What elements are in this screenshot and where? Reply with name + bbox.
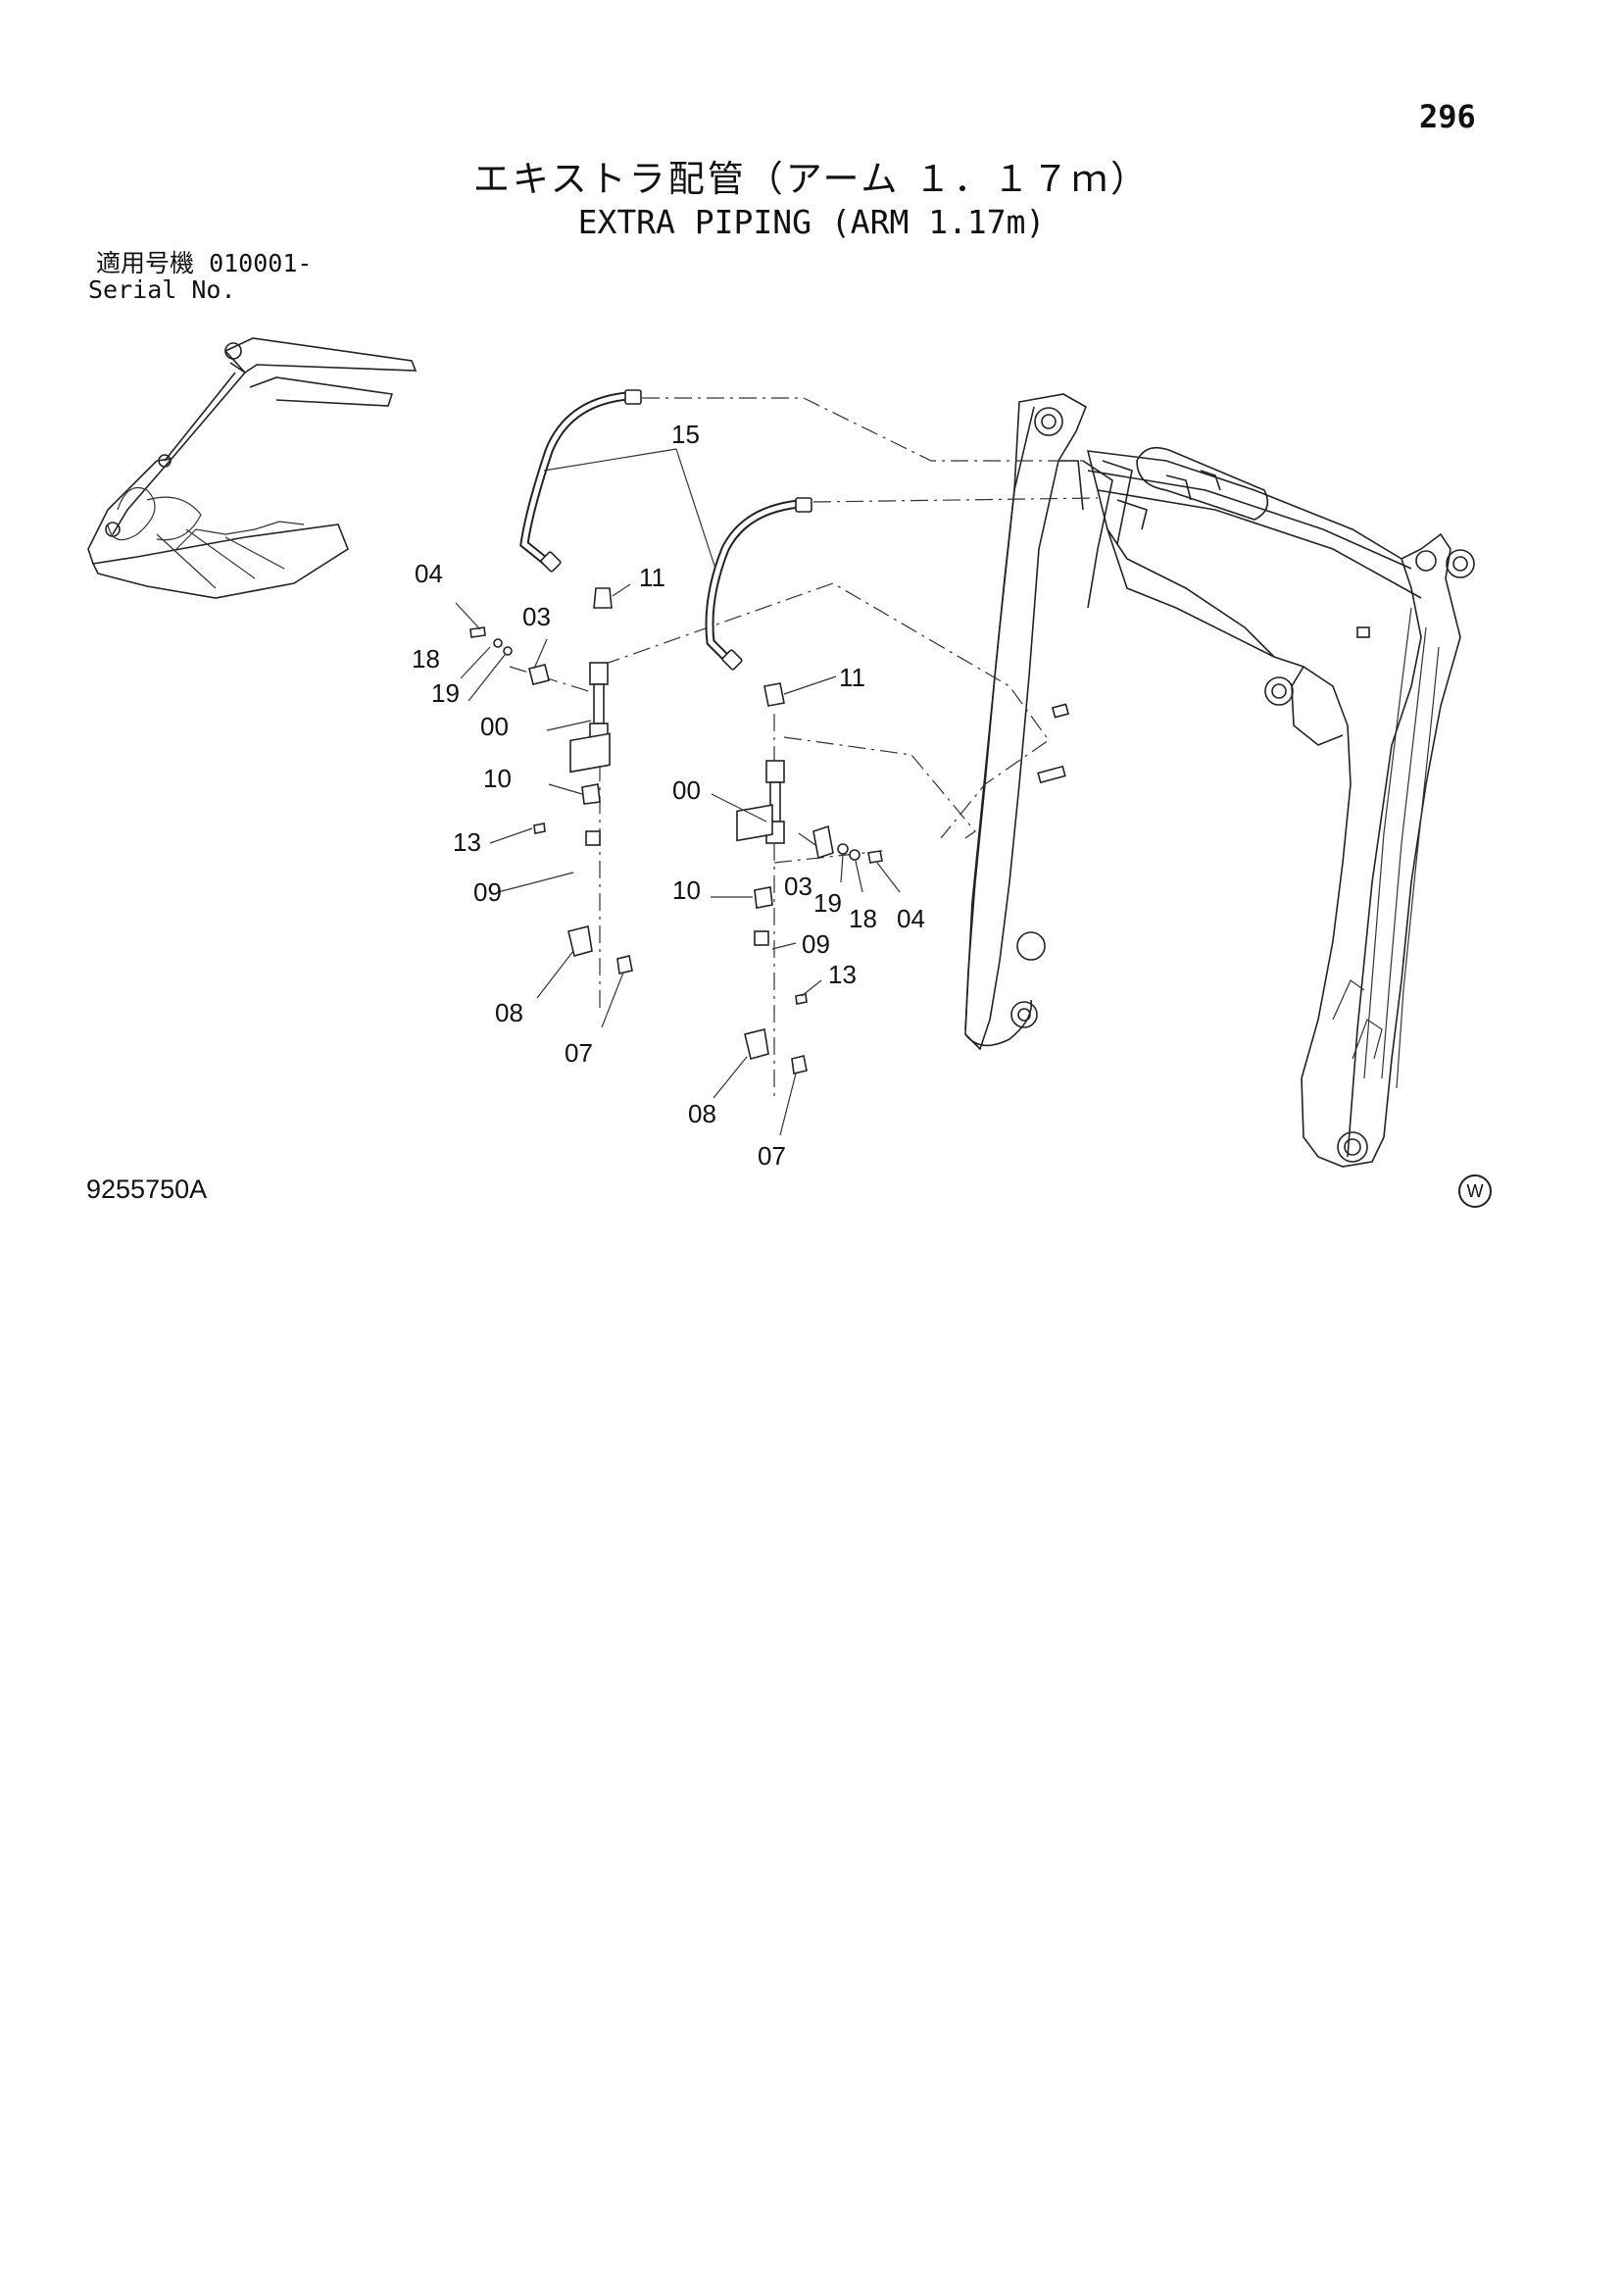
serial-label-ja: 適用号機 (96, 249, 195, 277)
callout-leaders (455, 448, 901, 1136)
callout-10-left: 10 (483, 764, 512, 793)
callout-13-right: 13 (828, 960, 857, 989)
callout-13-left: 13 (453, 827, 481, 857)
callout-07-right: 07 (758, 1141, 786, 1171)
callout-18-left: 18 (412, 644, 440, 674)
callout-03-left: 03 (522, 602, 551, 631)
callout-07-left: 07 (565, 1038, 593, 1068)
serial-label-en: Serial No. (88, 275, 236, 304)
callout-11-left: 11 (639, 563, 665, 592)
callout-04-right: 04 (897, 904, 925, 933)
callout-04-left: 04 (415, 559, 443, 588)
excavator-thumbnail (87, 337, 418, 599)
title-japanese: エキストラ配管（アーム １．１７ｍ） (472, 158, 1151, 200)
callout-15: 15 (671, 420, 700, 449)
callout-09-left: 09 (473, 877, 502, 907)
drawing-code: 9255750A (86, 1174, 208, 1204)
callout-08-right: 08 (688, 1099, 716, 1128)
callout-labels: 15 04 03 18 19 11 00 10 13 09 08 07 11 0… (412, 420, 925, 1171)
callout-18-right: 18 (849, 904, 877, 933)
callout-19-left: 19 (431, 678, 460, 708)
fittings-left-stack (469, 587, 633, 974)
callout-10-right: 10 (672, 875, 701, 905)
w-mark: W (1458, 1174, 1492, 1208)
hose-assembly-15 (519, 389, 812, 671)
callout-03-right: 03 (784, 872, 812, 901)
callout-00-left: 00 (480, 712, 509, 741)
serial-row-japanese: 適用号機 010001- (88, 250, 312, 276)
callout-11-right: 11 (839, 663, 865, 692)
serial-number-block: 適用号機 010001- Serial No. (88, 250, 312, 303)
callout-19-right: 19 (813, 888, 842, 918)
callout-08-left: 08 (495, 998, 523, 1027)
page-number: 296 (1419, 98, 1476, 135)
callout-09-right: 09 (802, 929, 830, 959)
callout-00-right: 00 (672, 775, 701, 805)
serial-value: 010001- (209, 249, 313, 277)
fittings-right-stack (736, 682, 883, 1074)
boom-arm-outline (964, 393, 1475, 1168)
title-english: EXTRA PIPING (ARM 1.17m) (577, 203, 1046, 241)
